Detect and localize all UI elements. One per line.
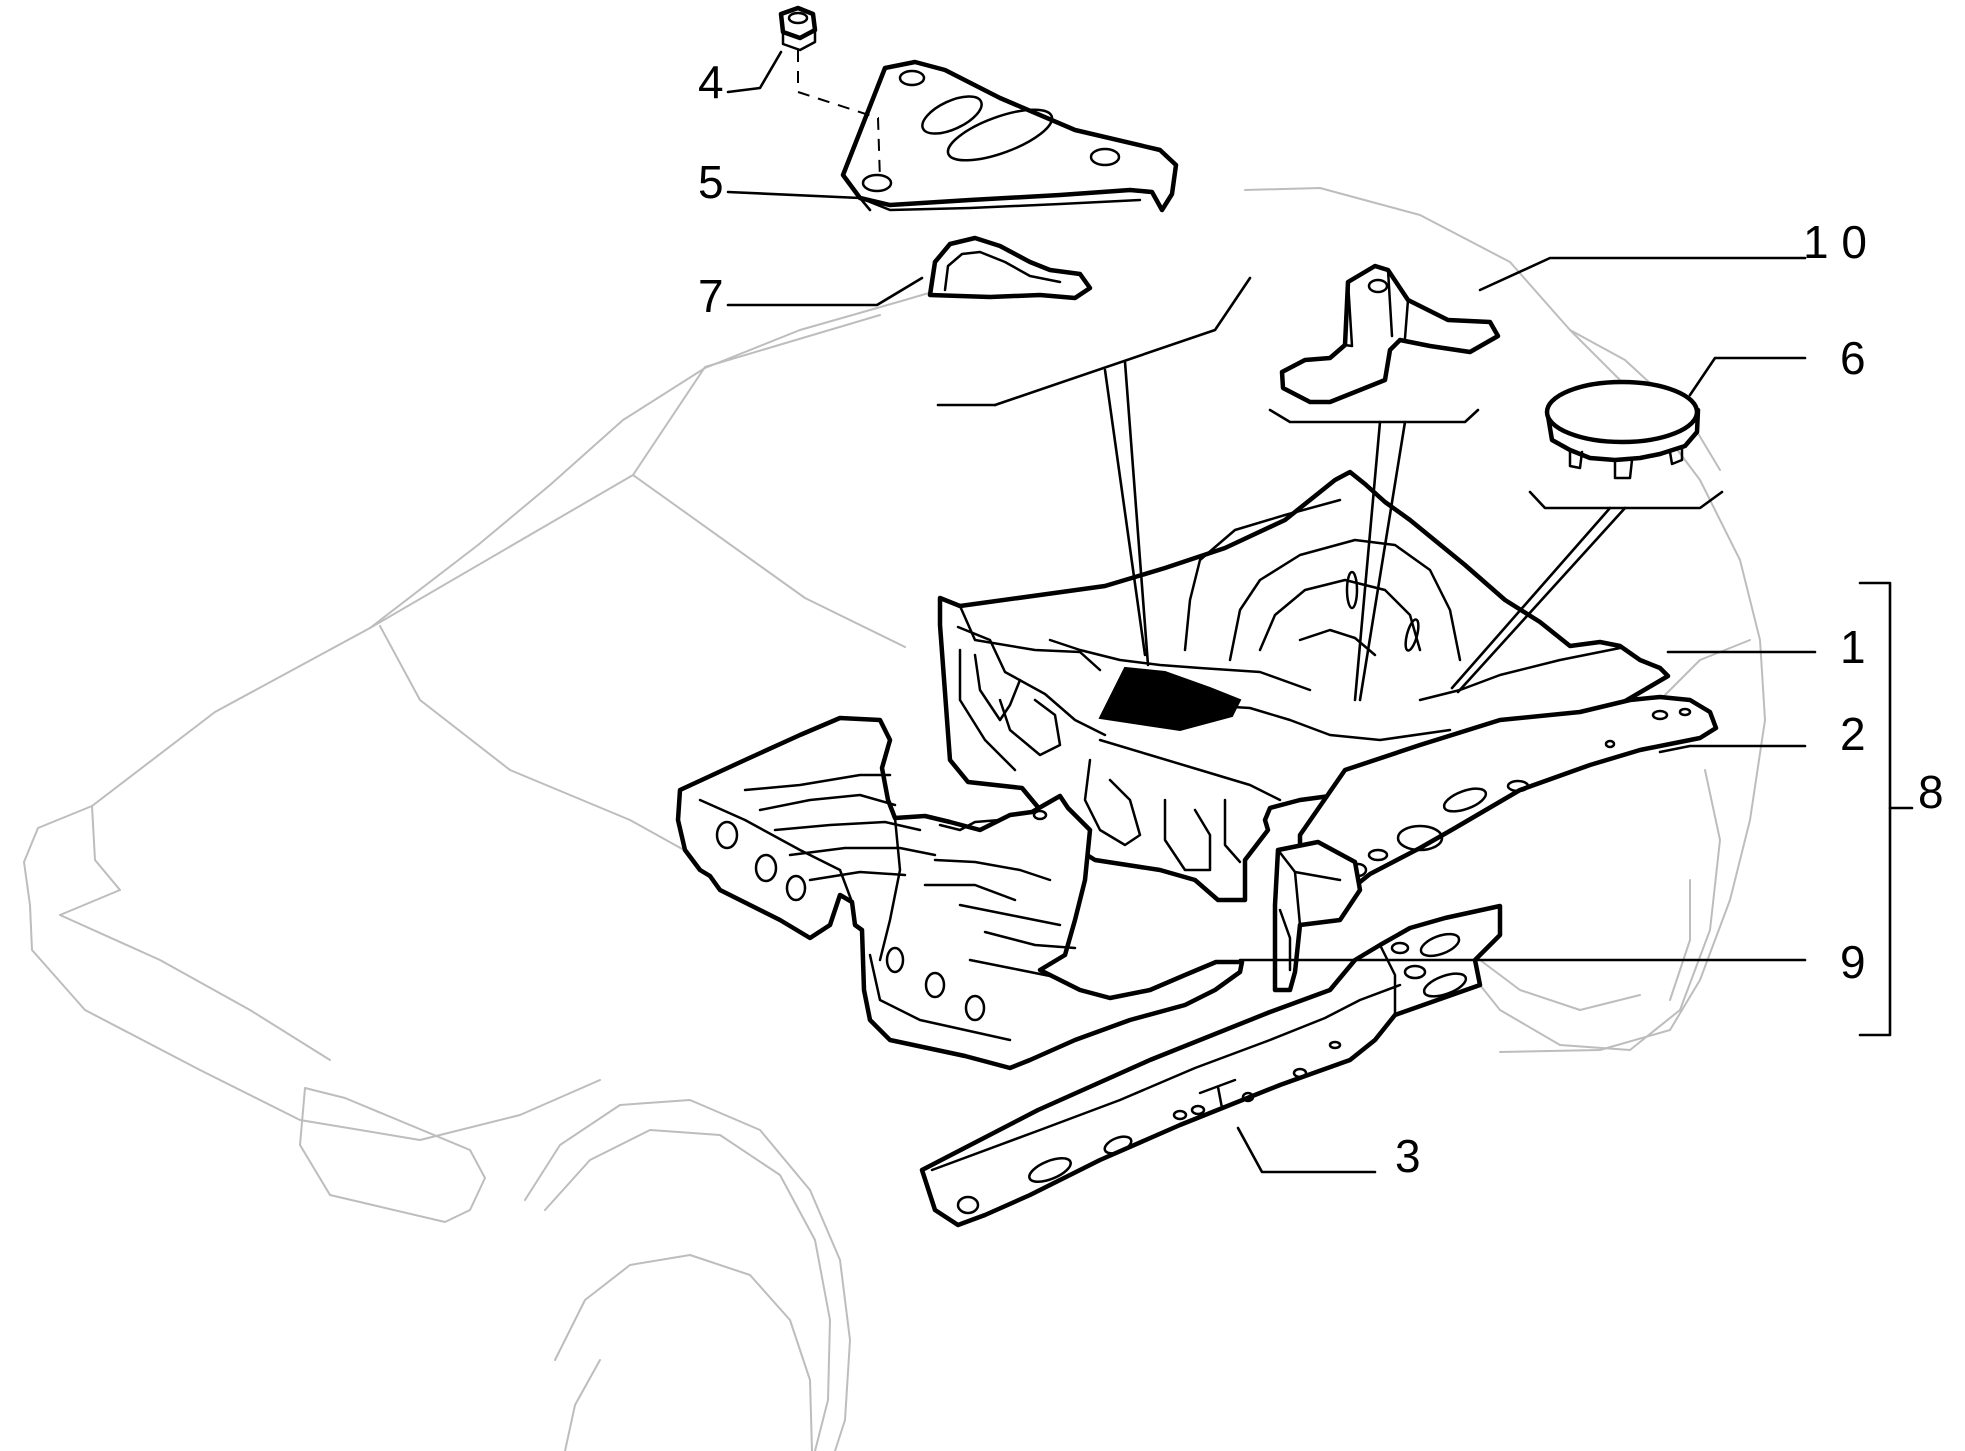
- rear-floor-part: [937, 469, 1671, 903]
- callout-9: 9: [1840, 936, 1866, 988]
- leader-lines: [726, 50, 1914, 1174]
- shaded-panel-area: [1098, 666, 1242, 732]
- callout-3: 3: [1395, 1130, 1421, 1182]
- callout-6: 6: [1840, 332, 1866, 384]
- callout-labels: 4 5 7 1 0 6 1 2 8 9 3: [698, 56, 1944, 1182]
- round-plug-part: [1544, 379, 1701, 480]
- seal-ring-part: [927, 235, 1093, 301]
- callout-8: 8: [1918, 766, 1944, 818]
- callout-2: 2: [1840, 708, 1866, 760]
- callout-1: 1: [1840, 621, 1866, 673]
- car-body-ghost-outline: [23, 187, 1766, 1451]
- box-section-part: [1272, 839, 1363, 993]
- callout-5: 5: [698, 156, 724, 208]
- callout-10: 1 0: [1803, 216, 1867, 268]
- sill-panel-part: [919, 903, 1503, 1228]
- mount-plate-part: [840, 59, 1179, 213]
- front-floor-part: [675, 715, 1245, 1071]
- callout-4: 4: [698, 56, 724, 108]
- bracket-part: [1279, 263, 1501, 405]
- callout-7: 7: [698, 270, 724, 322]
- nut-part: [778, 5, 818, 52]
